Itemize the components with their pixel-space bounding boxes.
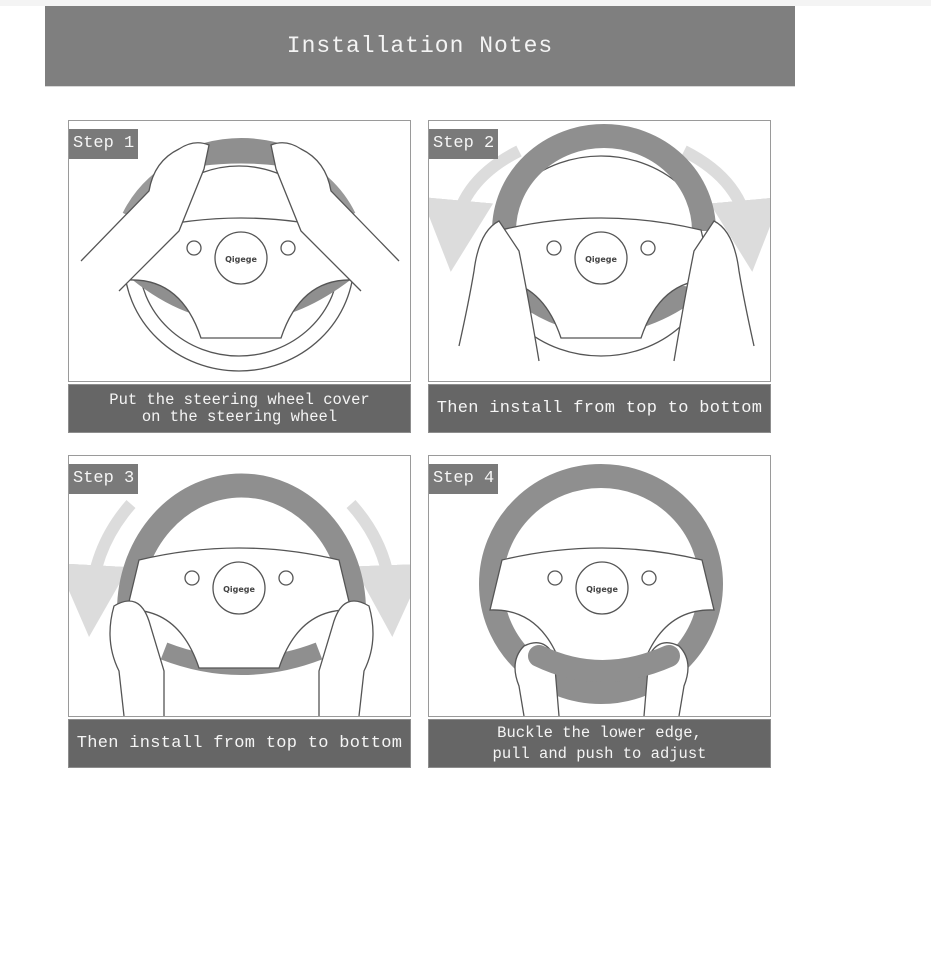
svg-text:Qigege: Qigege xyxy=(223,585,255,594)
step-2-caption: Then install from top to bottom xyxy=(428,384,771,433)
arrow-down-right-icon xyxy=(681,145,770,272)
steering-wheel-icon: Qigege xyxy=(80,138,400,372)
arrow-down-left-icon xyxy=(429,145,522,272)
step-4-caption-line-2: pull and push to adjust xyxy=(492,744,707,763)
step-1-caption-line-2: on the steering wheel xyxy=(141,407,338,426)
step-4-label: Step 4 xyxy=(429,464,499,494)
step-1-illustration: Qigege Step 1 xyxy=(68,120,411,382)
step-1-caption-line-1: Put the steering wheel cover xyxy=(109,390,370,409)
step-3-illustration: Qigege Step 3 xyxy=(68,455,411,717)
step-4-caption: Buckle the lower edge, pull and push to … xyxy=(428,719,771,768)
arrow-down-right-icon xyxy=(346,499,410,637)
svg-text:Qigege: Qigege xyxy=(225,255,257,264)
step-4-caption-line-1: Buckle the lower edge, xyxy=(497,723,702,742)
page-header: Installation Notes xyxy=(45,6,795,87)
steering-wheel-icon: Qigege xyxy=(429,124,770,362)
step-1-label: Step 1 xyxy=(69,129,139,159)
step-3-label: Step 3 xyxy=(69,464,139,494)
step-2-illustration: Qigege Step 2 xyxy=(428,120,771,382)
page-title: Installation Notes xyxy=(286,33,554,59)
step-2-label: Step 2 xyxy=(429,129,499,159)
step-2-caption-line-1: Then install from top to bottom xyxy=(436,399,763,418)
step-3-caption-line-1: Then install from top to bottom xyxy=(76,734,403,753)
step-1-caption: Put the steering wheel cover on the stee… xyxy=(68,384,411,433)
top-strip xyxy=(0,0,931,6)
step-4-illustration: Qigege Step 4 xyxy=(428,455,771,717)
step-3-caption: Then install from top to bottom xyxy=(68,719,411,768)
arrow-down-left-icon xyxy=(69,500,136,637)
steering-wheel-icon: Qigege xyxy=(69,473,410,716)
steering-wheel-icon: Qigege xyxy=(479,464,723,716)
svg-text:Qigege: Qigege xyxy=(585,255,617,264)
svg-text:Qigege: Qigege xyxy=(586,585,618,594)
